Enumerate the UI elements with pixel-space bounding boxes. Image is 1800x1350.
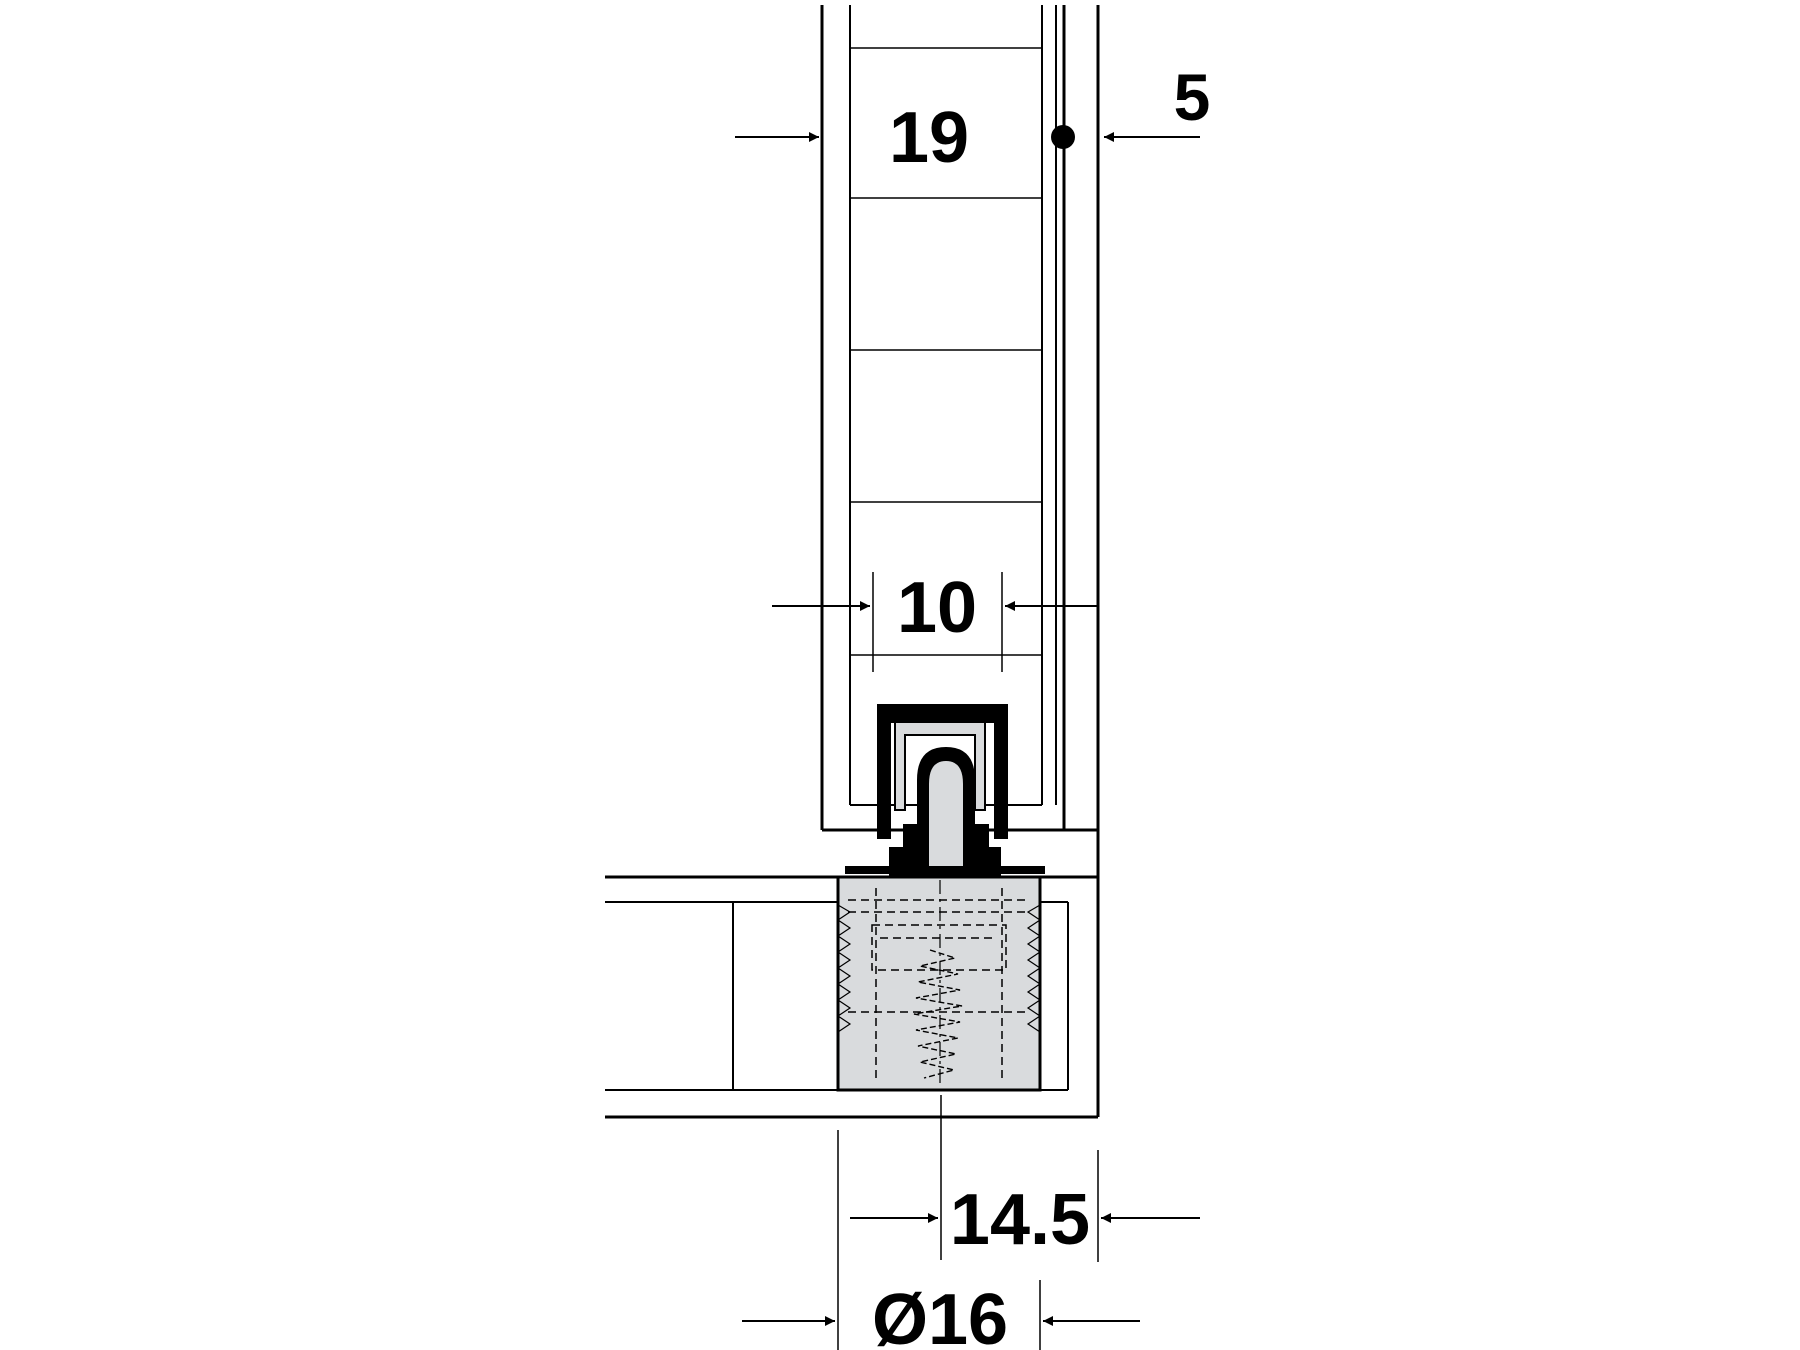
dimension-label-side-offset: 5 — [1174, 60, 1211, 134]
dimension-10: 10 — [772, 568, 1098, 672]
dimension-19: 19 — [735, 98, 1200, 178]
dimension-14-5: 14.5 — [850, 1095, 1200, 1262]
dimension-label-guide-width: 10 — [897, 568, 977, 648]
guide-fitting — [845, 704, 1045, 876]
reference-dot — [1051, 125, 1075, 149]
dimension-label-door-thickness: 19 — [889, 98, 969, 178]
dimension-diameter-16: Ø16 — [742, 1130, 1140, 1350]
glass-line — [1051, 5, 1075, 805]
dimension-label-hole-diameter: Ø16 — [872, 1280, 1008, 1350]
dowel-housing — [836, 875, 1042, 1092]
dimension-5: 5 — [1174, 60, 1211, 134]
dimension-label-hole-center-offset: 14.5 — [950, 1180, 1090, 1260]
